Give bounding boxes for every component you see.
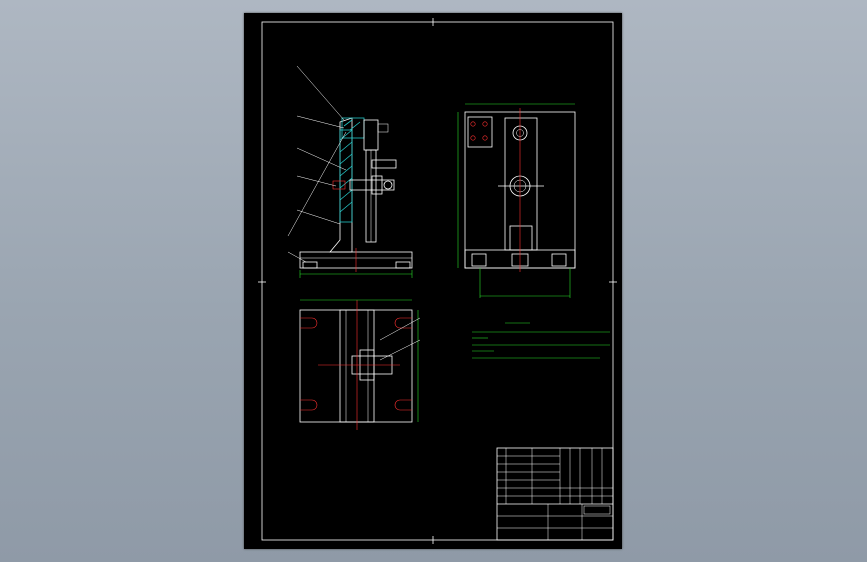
technical-notes [472,322,610,359]
side-view-icon [457,103,576,298]
front-section-view-icon [287,65,413,278]
drawing-sheet [244,13,622,549]
title-block [496,447,614,541]
top-view-icon [299,299,421,430]
drawing-frame [258,18,617,544]
